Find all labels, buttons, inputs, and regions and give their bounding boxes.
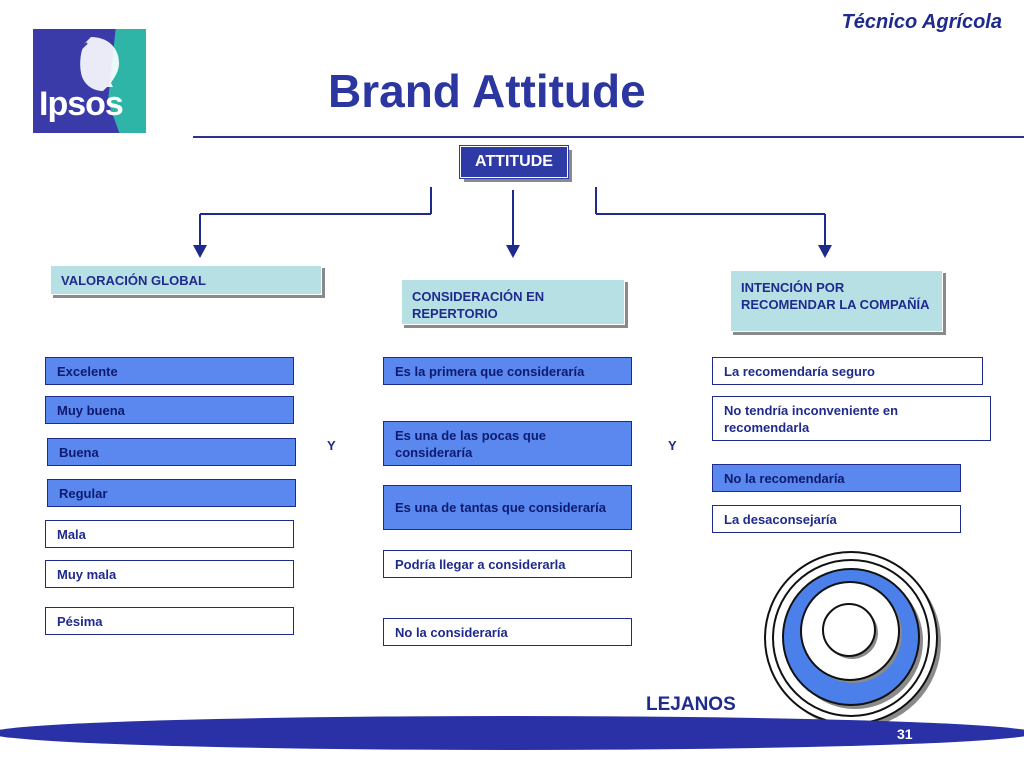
page-number: 31: [897, 726, 913, 742]
option-tantas-consideraria: Es una de tantas que consideraría: [383, 485, 632, 530]
footer-ellipse: [0, 716, 1024, 750]
option-no-recomendaria: No la recomendaría: [712, 464, 961, 492]
option-sin-inconveniente: No tendría inconveniente en recomendarla: [712, 396, 991, 441]
category-intencion-recomendar: INTENCIÓN POR RECOMENDAR LA COMPAÑÍA: [730, 270, 943, 332]
arrow-center-icon: [506, 245, 520, 258]
option-excelente: Excelente: [45, 357, 294, 385]
connector-y-left: Y: [327, 438, 336, 453]
arrow-right-icon: [818, 245, 832, 258]
option-podria-considerarla: Podría llegar a considerarla: [383, 550, 632, 578]
logo-teal-band: [108, 29, 146, 133]
option-regular: Regular: [47, 479, 296, 507]
option-recomendaria-seguro: La recomendaría seguro: [712, 357, 983, 385]
option-buena: Buena: [47, 438, 296, 466]
option-pocas-consideraria: Es una de las pocas que consideraría: [383, 421, 632, 466]
arrow-left-icon: [193, 245, 207, 258]
category-valoracion-global: VALORACIÓN GLOBAL: [50, 265, 322, 295]
page-title: Brand Attitude: [328, 65, 646, 117]
title-divider: [193, 136, 1024, 138]
option-muy-buena: Muy buena: [45, 396, 294, 424]
option-primera-consideraria: Es la primera que consideraría: [383, 357, 632, 385]
ipsos-logo: Ipsos: [33, 29, 146, 133]
logo-wordmark: Ipsos: [39, 85, 124, 123]
option-muy-mala: Muy mala: [45, 560, 294, 588]
option-no-consideraria: No la consideraría: [383, 618, 632, 646]
category-consideracion-repertorio: CONSIDERACIÓN EN REPERTORIO: [401, 279, 625, 325]
attitude-root-box: ATTITUDE: [459, 145, 569, 179]
connector-y-right: Y: [668, 438, 677, 453]
option-pesima: Pésima: [45, 607, 294, 635]
option-mala: Mala: [45, 520, 294, 548]
option-desaconsejaria: La desaconsejaría: [712, 505, 961, 533]
lejanos-label: LEJANOS: [646, 694, 736, 715]
logo-face-icon: [76, 37, 119, 91]
header-tag: Técnico Agrícola: [841, 11, 1002, 33]
